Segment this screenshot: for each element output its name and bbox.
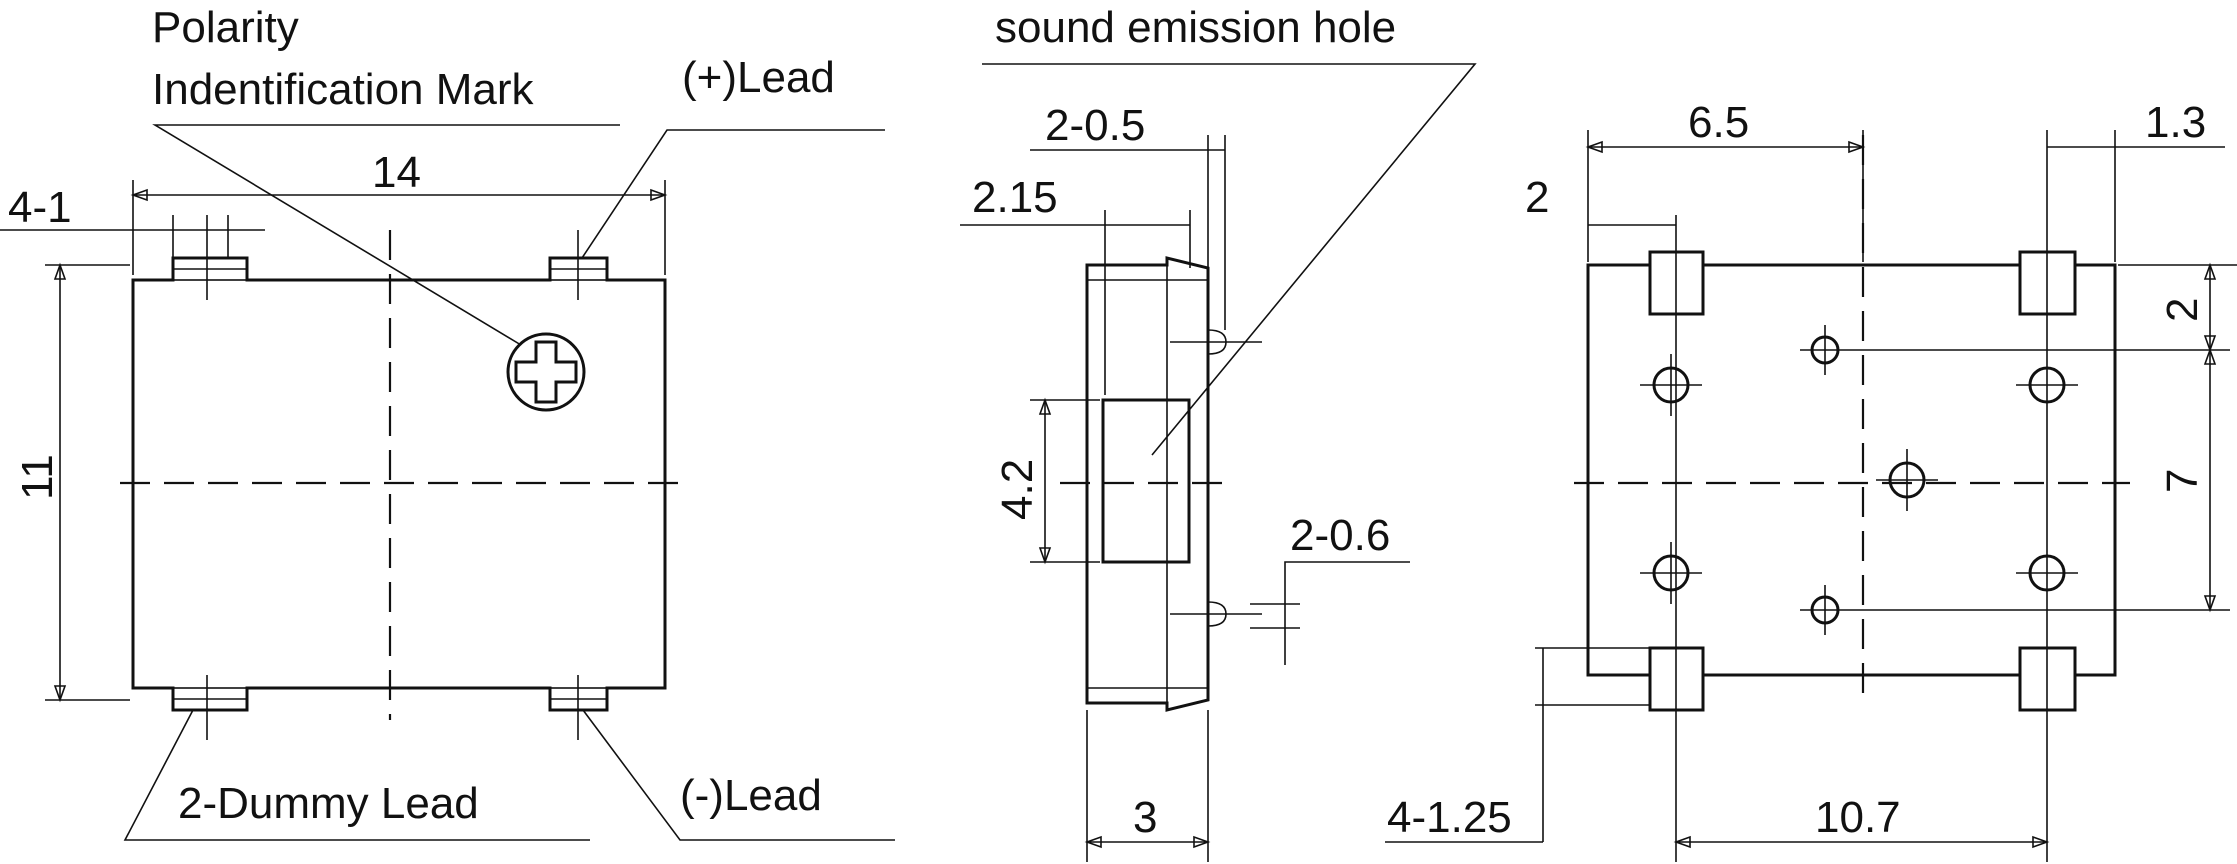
label-dummy-lead: 2-Dummy Lead [178,779,479,828]
bottom-body-outline [1586,250,2117,712]
dim-bottom-right-mid: 7 [2158,469,2207,493]
side-body-outline [1085,256,1210,712]
label-polarity-line1: Polarity [152,3,299,52]
dim-side-body-offset: 2.15 [972,173,1058,222]
label-sound-hole: sound emission hole [995,3,1396,52]
dim-side-lead-spacing: 2-0.6 [1290,511,1390,560]
dim-bottom-right-top: 2 [2158,298,2207,322]
dim-side-hole-height: 4.2 [993,459,1042,520]
bottom-holes [1640,325,2230,635]
dim-bottom-pad-edge: 1.3 [2145,98,2206,147]
polarity-mark-icon [506,332,586,412]
dim-side-depth: 3 [1133,793,1157,842]
label-polarity-line2: Indentification Mark [152,65,535,114]
dim-bottom-pad-offset: 2 [1525,173,1549,222]
label-minus-lead: (-)Lead [680,771,822,820]
dim-bottom-pad-pitch: 10.7 [1815,793,1901,842]
sound-hole-section [1101,398,1191,564]
side-view: sound emission hole 2-0.5 2.15 4.2 2-0.6… [960,3,1477,862]
dim-front-pad-width: 4-1 [8,183,72,232]
dim-side-lead-thickness: 2-0.5 [1045,101,1145,150]
dim-front-width: 14 [372,148,421,197]
front-view: 14 4-1 11 Polarity Indentification Mark … [0,3,895,841]
label-plus-lead: (+)Lead [682,53,835,102]
dim-bottom-pad-spacing-top: 6.5 [1688,98,1749,147]
bottom-view: 6.5 1.3 2 2 7 4-1.25 10.7 [1385,98,2237,862]
dim-bottom-pad-width: 4-1.25 [1387,793,1512,842]
dim-front-height: 11 [13,454,62,500]
